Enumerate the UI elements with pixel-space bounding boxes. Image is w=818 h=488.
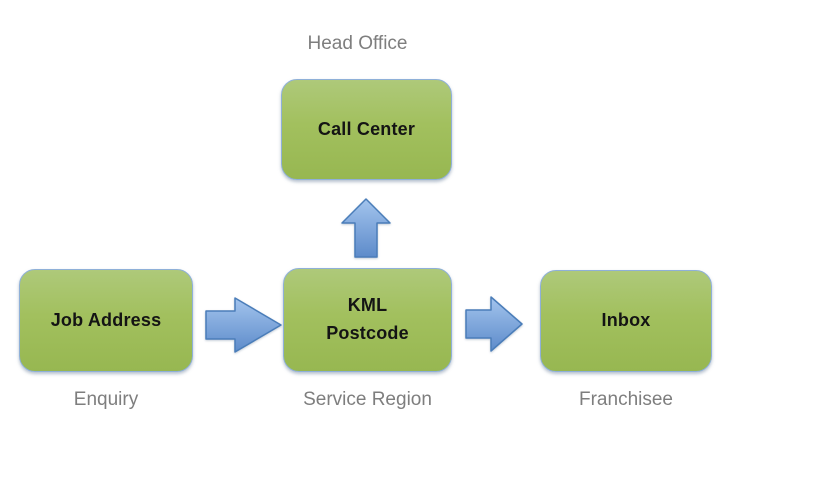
node-job-address: Job Address (19, 269, 193, 372)
node-kml-postcode-label: KML Postcode (326, 295, 409, 343)
connector-job-address-to-kml (205, 297, 282, 353)
node-inbox: Inbox (540, 270, 712, 372)
node-kml-postcode: KML Postcode (283, 268, 452, 372)
node-job-address-label: Job Address (50, 309, 162, 330)
right-arrow-icon (465, 296, 523, 352)
up-arrow-icon (341, 198, 391, 258)
connector-kml-to-inbox (465, 296, 523, 352)
node-call-center-label: Call Center (317, 118, 416, 139)
caption-head-office: Head Office (307, 33, 408, 54)
node-call-center: Call Center (281, 79, 452, 180)
node-inbox-label: Inbox (601, 310, 651, 331)
caption-franchisee: Franchisee (579, 389, 673, 410)
connector-kml-to-call-center (341, 198, 391, 258)
caption-service-region: Service Region (303, 389, 432, 410)
caption-enquiry: Enquiry (73, 389, 139, 410)
right-arrow-icon (205, 297, 282, 353)
